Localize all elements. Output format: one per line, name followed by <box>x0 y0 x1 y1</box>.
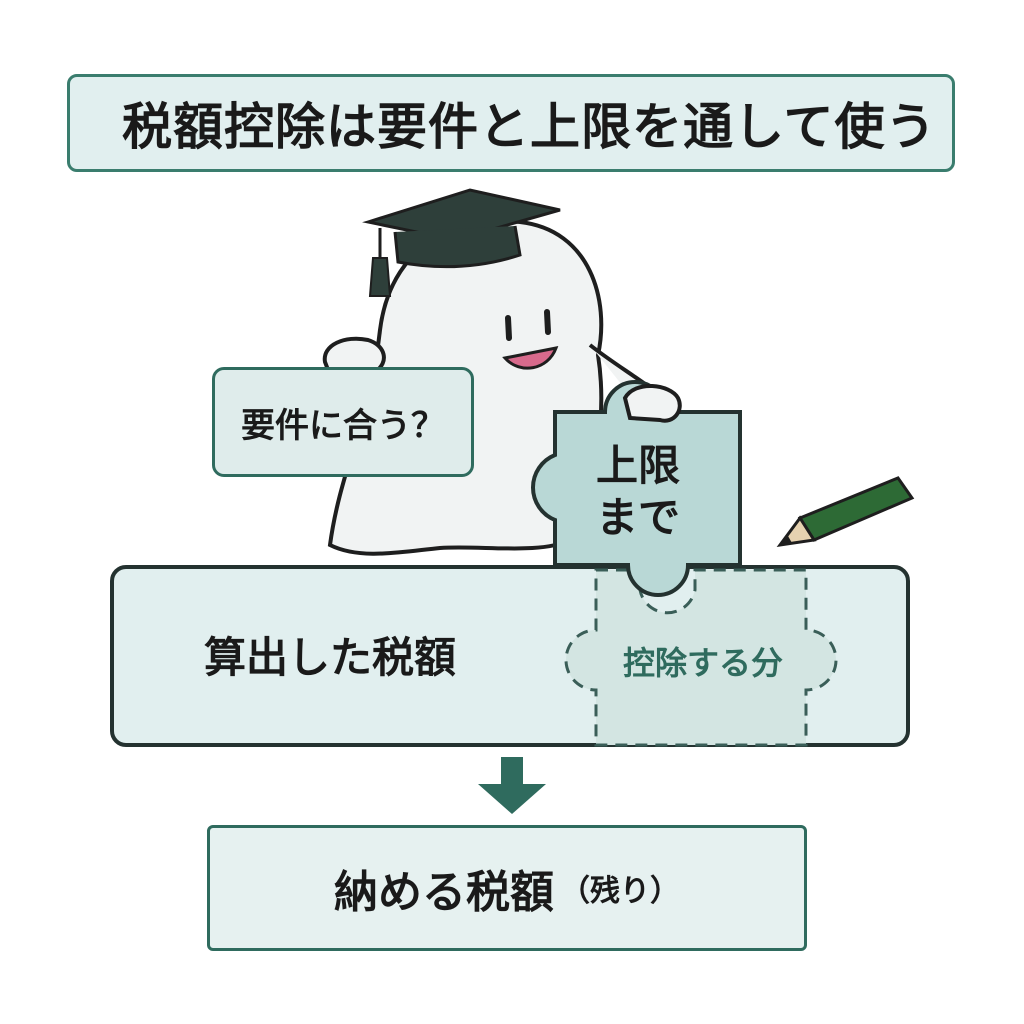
mascot-hand-right <box>622 383 682 423</box>
limit-puzzle-piece <box>531 380 742 597</box>
title-banner: 税額控除は要件と上限を通して使う <box>67 74 955 172</box>
limit-piece-line1: 上限 <box>595 441 680 490</box>
requirement-bubble: 要件に合う？ <box>212 367 474 477</box>
mascot-eye-right <box>544 309 551 335</box>
page-title: 税額控除は要件と上限を通して使う <box>122 98 937 156</box>
payable-tax-sublabel: （残り） <box>560 874 680 909</box>
limit-piece-line2: まで <box>595 493 680 542</box>
payable-tax-label: 納める税額 <box>334 867 554 918</box>
requirement-question: 要件に合う？ <box>241 405 445 446</box>
mascot-eye-left <box>505 315 512 341</box>
calculated-tax-label: 算出した税額 <box>204 633 457 682</box>
mascot-mouth <box>502 346 559 370</box>
graduation-cap-icon <box>362 188 561 297</box>
payable-tax-box: 納める税額 （残り） <box>207 825 807 951</box>
pencil-icon <box>776 476 915 548</box>
deduction-label: 控除する分 <box>622 644 783 682</box>
deduction-slot <box>564 568 838 747</box>
limit-piece-label: 上限 まで <box>568 440 708 544</box>
down-arrow-icon <box>478 757 546 814</box>
